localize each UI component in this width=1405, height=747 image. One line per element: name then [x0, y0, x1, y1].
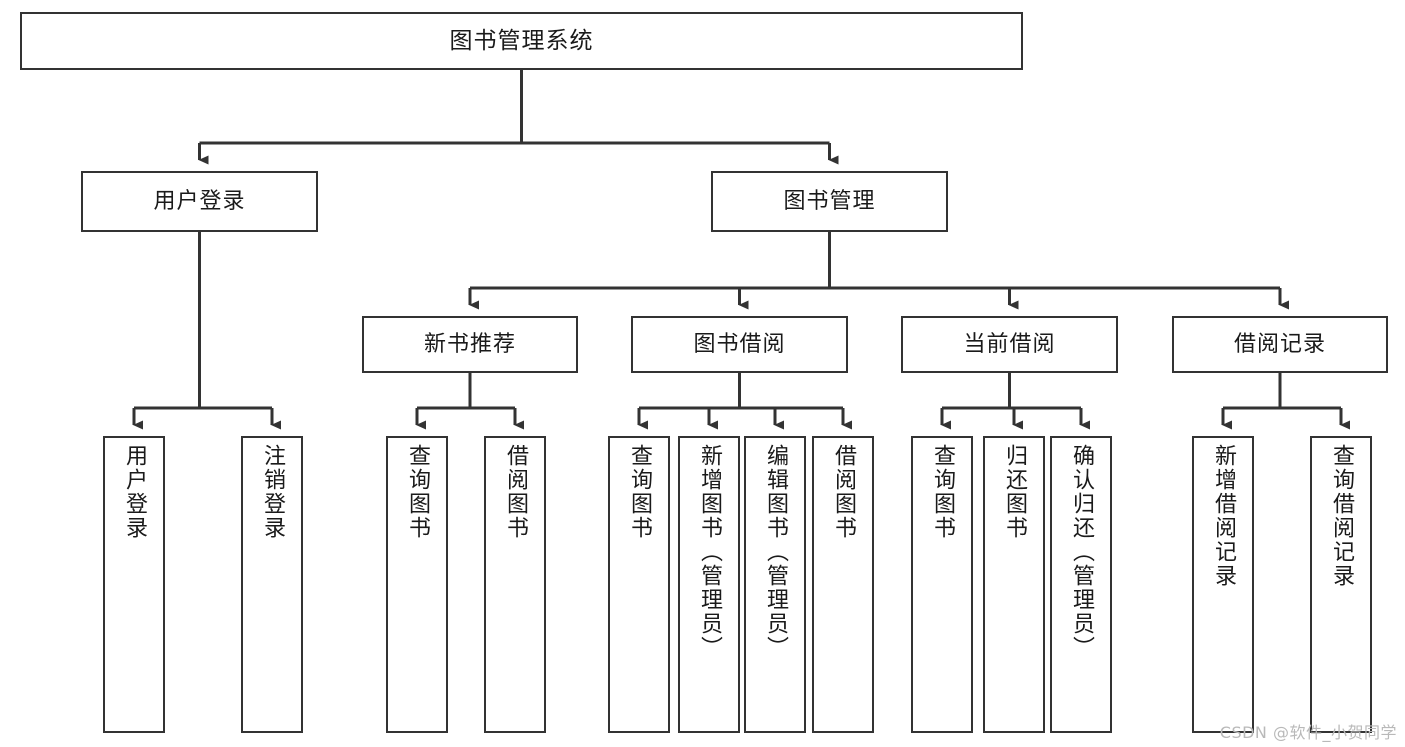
- node-leaf-recommend-borrow-book-label: 借阅图书: [502, 444, 528, 540]
- node-current-borrow-label: 当前借阅: [963, 331, 1056, 357]
- node-current-borrow[interactable]: 当前借阅: [901, 316, 1118, 373]
- node-book-manage-label: 图书管理: [783, 188, 876, 214]
- node-leaf-logout-label: 注销登录: [259, 444, 285, 540]
- node-new-book-recommend[interactable]: 新书推荐: [362, 316, 578, 373]
- node-book-manage[interactable]: 图书管理: [711, 171, 948, 232]
- node-leaf-borrow-borrow-book[interactable]: 借阅图书: [812, 436, 874, 733]
- watermark: CSDN @软件_小贺同学: [1219, 723, 1397, 742]
- node-leaf-user-login[interactable]: 用户登录: [103, 436, 165, 733]
- node-leaf-user-login-label: 用户登录: [121, 444, 147, 540]
- node-leaf-borrow-edit-book[interactable]: 编辑图书（管理员）: [744, 436, 806, 733]
- node-leaf-borrow-add-book[interactable]: 新增图书（管理员）: [678, 436, 740, 733]
- node-user-login-label: 用户登录: [153, 188, 246, 214]
- node-book-borrow[interactable]: 图书借阅: [631, 316, 848, 373]
- node-borrow-record[interactable]: 借阅记录: [1172, 316, 1388, 373]
- node-leaf-record-add-label: 新增借阅记录: [1210, 444, 1236, 588]
- node-leaf-current-query-book-label: 查询图书: [929, 444, 955, 540]
- node-leaf-recommend-query-book-label: 查询图书: [404, 444, 430, 540]
- node-root-label: 图书管理系统: [449, 27, 594, 54]
- node-leaf-borrow-add-book-label: 新增图书（管理员）: [696, 444, 722, 660]
- node-user-login[interactable]: 用户登录: [81, 171, 318, 232]
- node-leaf-logout[interactable]: 注销登录: [241, 436, 303, 733]
- node-leaf-borrow-query-book-label: 查询图书: [626, 444, 652, 540]
- node-leaf-current-query-book[interactable]: 查询图书: [911, 436, 973, 733]
- node-leaf-current-confirm-return[interactable]: 确认归还（管理员）: [1050, 436, 1112, 733]
- node-leaf-recommend-query-book[interactable]: 查询图书: [386, 436, 448, 733]
- node-leaf-current-return-book[interactable]: 归还图书: [983, 436, 1045, 733]
- node-leaf-current-return-book-label: 归还图书: [1001, 444, 1027, 540]
- node-root[interactable]: 图书管理系统: [20, 12, 1023, 70]
- node-borrow-record-label: 借阅记录: [1233, 331, 1326, 357]
- node-book-borrow-label: 图书借阅: [693, 331, 786, 357]
- node-leaf-recommend-borrow-book[interactable]: 借阅图书: [484, 436, 546, 733]
- node-leaf-borrow-borrow-book-label: 借阅图书: [830, 444, 856, 540]
- node-leaf-borrow-query-book[interactable]: 查询图书: [608, 436, 670, 733]
- node-leaf-record-query-label: 查询借阅记录: [1328, 444, 1354, 588]
- node-new-book-recommend-label: 新书推荐: [423, 331, 516, 357]
- node-leaf-current-confirm-return-label: 确认归还（管理员）: [1068, 444, 1094, 660]
- node-leaf-record-query[interactable]: 查询借阅记录: [1310, 436, 1372, 733]
- node-leaf-borrow-edit-book-label: 编辑图书（管理员）: [762, 444, 788, 660]
- node-leaf-record-add[interactable]: 新增借阅记录: [1192, 436, 1254, 733]
